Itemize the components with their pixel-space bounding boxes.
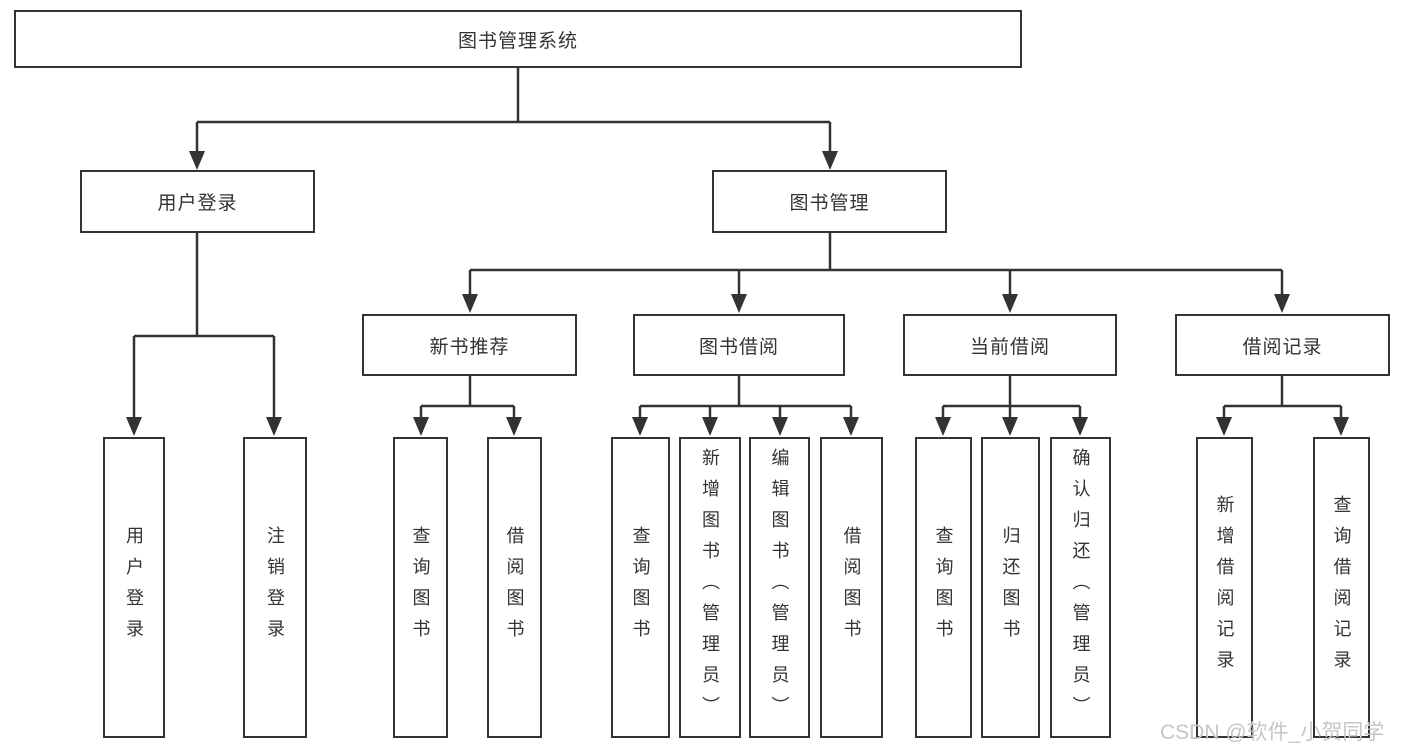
node-label: 新书推荐 xyxy=(429,336,510,358)
leaf-query-books-current: 查询图书 xyxy=(915,437,972,738)
leaf-borrow-books: 借阅图书 xyxy=(820,437,883,738)
leaf-add-books-admin: 新增图书（管理员） xyxy=(679,437,741,738)
leaf-label: 借阅图书 xyxy=(841,525,862,650)
node-borrow-records: 借阅记录 xyxy=(1175,314,1390,376)
node-user-login: 用户登录 xyxy=(80,170,315,233)
leaf-label: 查询图书 xyxy=(630,525,651,650)
leaf-label: 用户登录 xyxy=(124,525,144,650)
node-label: 借阅记录 xyxy=(1242,336,1323,358)
leaf-borrow-books-recommend: 借阅图书 xyxy=(487,437,542,738)
leaf-label: 归还图书 xyxy=(1000,525,1021,650)
node-label: 当前借阅 xyxy=(969,336,1050,358)
node-book-management-system: 图书管理系统 xyxy=(14,10,1022,68)
leaf-edit-books-admin: 编辑图书（管理员） xyxy=(749,437,810,738)
leaf-query-books-recommend: 查询图书 xyxy=(393,437,448,738)
leaf-label: 查询借阅记录 xyxy=(1331,494,1352,681)
leaf-label: 注销登录 xyxy=(265,525,285,650)
node-label: 图书管理系统 xyxy=(457,30,578,52)
watermark-text: CSDN @软件_小贺同学 xyxy=(1160,721,1385,744)
arrowheads xyxy=(126,151,1349,436)
leaf-label: 查询图书 xyxy=(410,525,431,650)
leaf-label: 新增图书（管理员） xyxy=(700,448,720,727)
node-new-book-recommend: 新书推荐 xyxy=(362,314,577,376)
leaf-return-books: 归还图书 xyxy=(981,437,1040,738)
watermark: CSDN @软件_小贺同学 xyxy=(1160,716,1384,746)
node-book-borrow: 图书借阅 xyxy=(633,314,845,376)
leaf-label: 借阅图书 xyxy=(504,525,525,650)
node-current-borrow: 当前借阅 xyxy=(903,314,1117,376)
leaf-query-books-borrow: 查询图书 xyxy=(611,437,670,738)
leaf-query-borrow-record: 查询借阅记录 xyxy=(1313,437,1370,738)
connector-paths xyxy=(132,68,1343,418)
node-label: 图书管理 xyxy=(789,193,870,214)
node-book-management: 图书管理 xyxy=(712,170,947,233)
leaf-user-login: 用户登录 xyxy=(103,437,165,738)
leaf-label: 编辑图书（管理员） xyxy=(769,448,790,727)
leaf-logout: 注销登录 xyxy=(243,437,307,738)
leaf-add-borrow-record: 新增借阅记录 xyxy=(1196,437,1253,738)
leaf-label: 确认归还（管理员） xyxy=(1070,448,1091,727)
node-label: 图书借阅 xyxy=(698,336,779,358)
node-label: 用户登录 xyxy=(157,193,238,214)
leaf-confirm-return-admin: 确认归还（管理员） xyxy=(1050,437,1111,738)
leaf-label: 新增借阅记录 xyxy=(1214,494,1235,681)
leaf-label: 查询图书 xyxy=(933,525,954,650)
